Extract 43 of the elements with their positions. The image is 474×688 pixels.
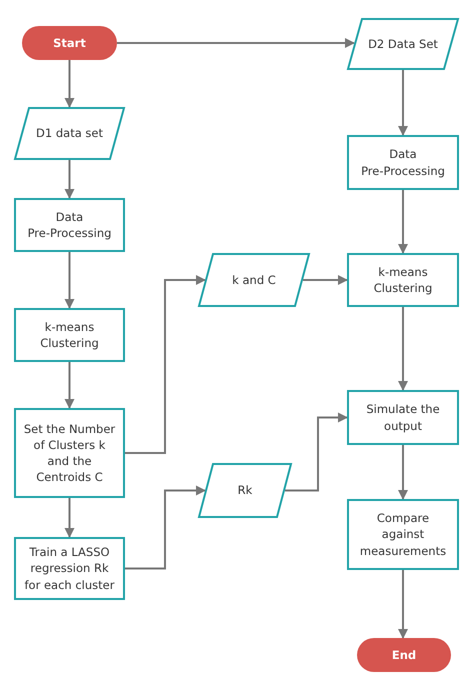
process-box [14, 408, 125, 498]
process-box [347, 253, 459, 307]
node-label: Rk [236, 482, 254, 499]
node-label: Train a LASSO regression Rk for each cluster [24, 544, 116, 593]
process-box [347, 135, 459, 190]
node-label: Compare against measurements [358, 510, 448, 559]
process-box [347, 499, 459, 570]
arrow [398, 570, 408, 639]
arrow [117, 38, 355, 48]
node-label: D1 data set [35, 125, 104, 142]
arrow [64, 252, 74, 309]
data-parallelogram [347, 18, 459, 70]
arrow [64, 362, 74, 409]
terminal-label: Start [52, 34, 87, 52]
arrow [64, 60, 74, 108]
data-parallelogram [14, 107, 125, 160]
node-label: Data Pre-Processing [360, 146, 446, 179]
node-label: Set the Number of Clusters k and the Centroids C [22, 420, 116, 486]
arrow [125, 486, 206, 570]
arrow [303, 275, 348, 285]
terminal-pill [357, 638, 451, 672]
node-label: Data Pre-Processing [26, 208, 112, 242]
process-box [14, 308, 125, 362]
node-label: k and C [231, 272, 277, 288]
process-box [14, 198, 125, 252]
arrow [398, 190, 408, 254]
process-box [14, 537, 125, 600]
process-box [347, 390, 459, 445]
arrow [398, 445, 408, 500]
arrow [125, 275, 206, 454]
arrow [398, 70, 408, 136]
data-parallelogram [198, 253, 310, 307]
node-label: k-means Clustering [39, 318, 100, 352]
arrow [285, 412, 348, 492]
data-parallelogram [198, 463, 292, 518]
arrow [398, 307, 408, 391]
terminal-pill [22, 26, 117, 60]
arrow [64, 160, 74, 199]
node-label: Simulate the output [365, 401, 441, 434]
terminal-label: End [390, 646, 418, 664]
node-label: k-means Clustering [372, 264, 434, 296]
node-label: D2 Data Set [367, 36, 439, 52]
arrow [64, 498, 74, 538]
